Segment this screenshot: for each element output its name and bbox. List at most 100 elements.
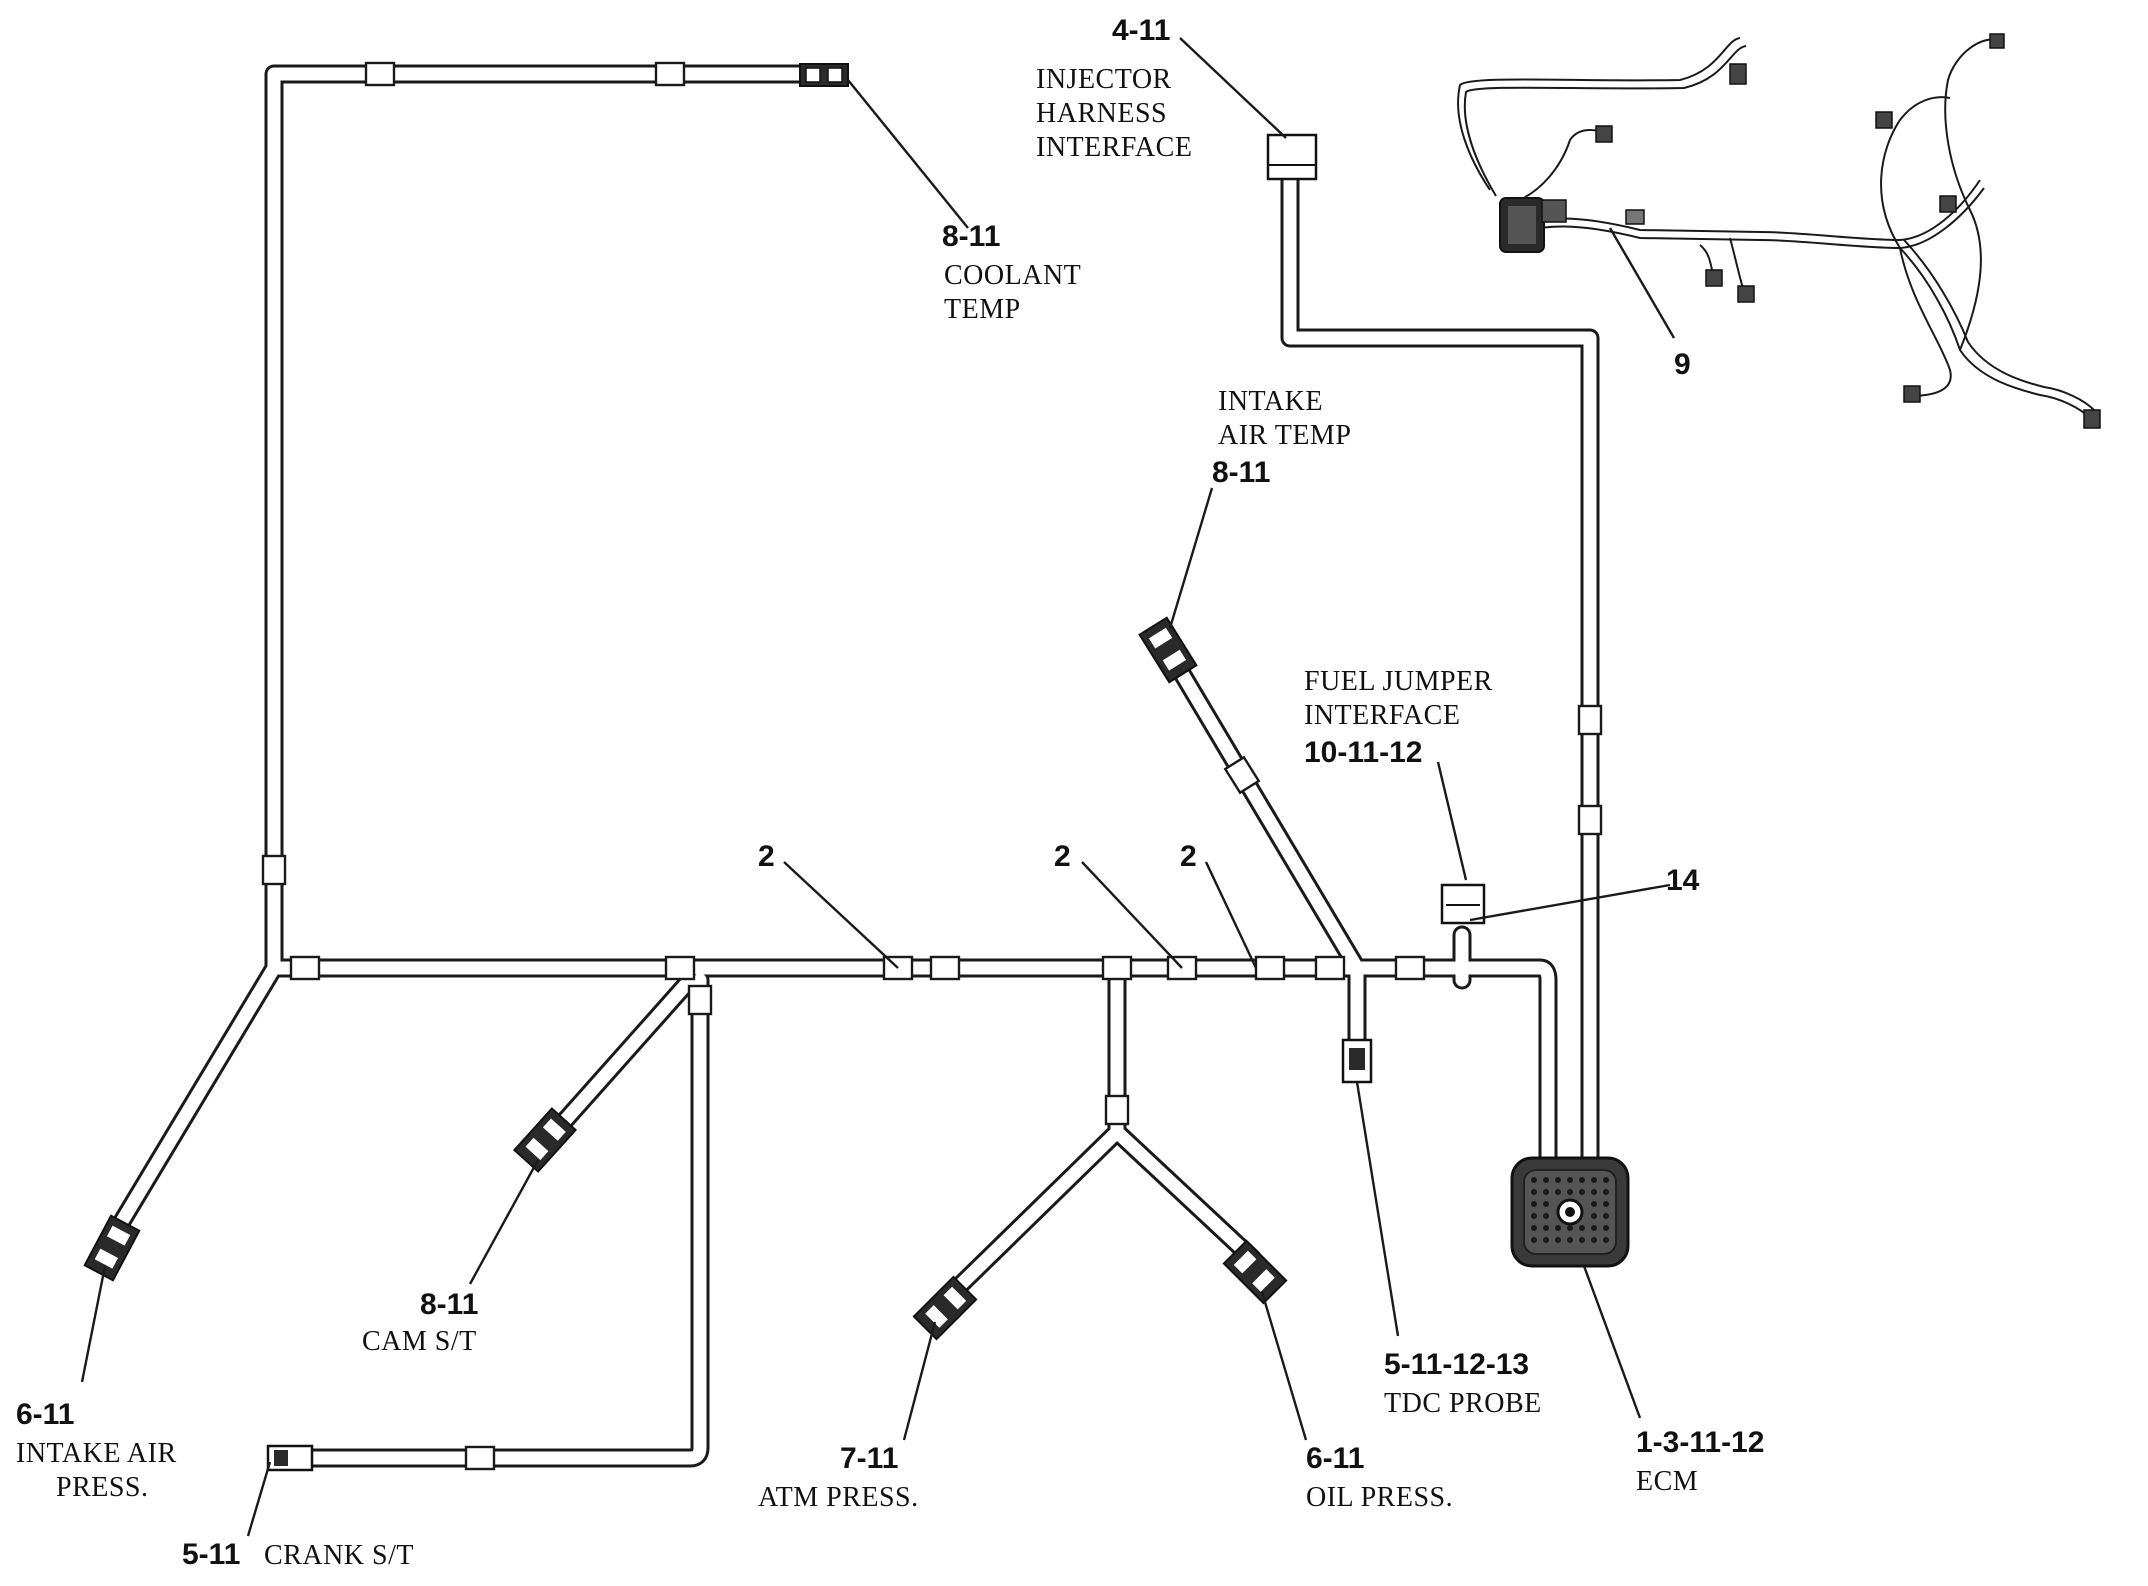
- harness-wires: [102, 64, 1600, 1468]
- callout-number: 5-11: [182, 1538, 240, 1571]
- ecm-pin: [1591, 1201, 1597, 1207]
- callout-number: 2: [758, 840, 775, 873]
- callout-number: 6-11: [1306, 1442, 1364, 1475]
- harness-sleeve: [1577, 804, 1603, 836]
- callout-label-line: HARNESS: [1036, 98, 1167, 129]
- harness-wire-core: [546, 973, 697, 1141]
- callout-number: 6-11: [16, 1398, 74, 1431]
- ecm-pin: [1555, 1189, 1561, 1195]
- ecm-pin: [1567, 1225, 1573, 1231]
- ecm-pin: [1567, 1237, 1573, 1243]
- harness-wire-core: [293, 973, 707, 1465]
- ecm-pin: [1579, 1177, 1585, 1183]
- callout-intake-air-temp: INTAKE AIR TEMP 8-11: [1212, 386, 1351, 489]
- callout-label-line: COOLANT: [944, 260, 1081, 291]
- harness-wire: [290, 970, 710, 1468]
- callout-branch-2c: 2: [1180, 840, 1197, 873]
- harness-sleeve: [1101, 955, 1133, 981]
- harness-overview-inset: [1457, 33, 2101, 429]
- fuel-jumper-interface-connector: [1440, 883, 1486, 925]
- callout-label-line: INTERFACE: [1304, 700, 1460, 731]
- ecm-pin: [1555, 1237, 1561, 1243]
- callout-ecm: 1-3-11-12 ECM: [1636, 1426, 1764, 1497]
- ecm-pin: [1543, 1237, 1549, 1243]
- callout-number: 8-11: [942, 220, 1000, 253]
- harness-sleeve: [464, 1445, 496, 1471]
- callout-label-line: FUEL JUMPER: [1304, 666, 1493, 697]
- intake-air-press-connector: [83, 1214, 141, 1282]
- callout-label-line: INTAKE AIR: [16, 1438, 177, 1469]
- callout-label-line: INJECTOR: [1036, 64, 1172, 95]
- callout-number: 7-11: [840, 1442, 898, 1475]
- ecm-pin: [1543, 1225, 1549, 1231]
- harness-sleeve: [289, 955, 321, 981]
- callout-number: 2: [1180, 840, 1197, 873]
- callout-number: 8-11: [420, 1288, 478, 1321]
- harness-sleeve: [1314, 955, 1346, 981]
- harness-wire: [935, 958, 1127, 1310]
- ecm-connector: [1510, 1156, 1630, 1268]
- oil-press-connector: [1222, 1239, 1288, 1305]
- callout-coolant-temp: 8-11 COOLANT TEMP: [942, 220, 1081, 325]
- ecm-pin: [1531, 1189, 1537, 1195]
- callout-label-line: CRANK S/T: [264, 1540, 414, 1571]
- ecm-pin: [1603, 1213, 1609, 1219]
- cam-sensor-connector: [512, 1107, 578, 1173]
- ecm-pin: [1579, 1225, 1585, 1231]
- callout-number: 9: [1674, 348, 1691, 381]
- callout-part-14: 14: [1666, 864, 1700, 897]
- callout-label-line: OIL PRESS.: [1306, 1482, 1453, 1513]
- callout-label-line: INTERFACE: [1036, 132, 1192, 163]
- ecm-pin: [1531, 1177, 1537, 1183]
- leader-lines: [80, 37, 1676, 1537]
- harness-wire-core: [267, 961, 1555, 1167]
- harness-sleeve: [664, 955, 696, 981]
- callout-branch-2b: 2: [1054, 840, 1071, 873]
- callout-label-line: ATM PRESS.: [758, 1482, 919, 1513]
- ecm-pin: [1555, 1177, 1561, 1183]
- ecm-pin: [1579, 1237, 1585, 1243]
- ecm-pin: [1579, 1189, 1585, 1195]
- callout-cam-sensor: 8-11 CAM S/T: [362, 1288, 478, 1357]
- callout-number: 5-11-12-13: [1384, 1348, 1529, 1381]
- callout-crank-sensor: 5-11 CRANK S/T: [182, 1538, 414, 1571]
- callout-label-line: CAM S/T: [362, 1326, 477, 1357]
- ecm-pin: [1567, 1177, 1573, 1183]
- injector-harness-interface-connector: [1266, 133, 1318, 181]
- harness-sleeve: [1223, 755, 1261, 795]
- callout-tdc-probe: 5-11-12-13 TDC PROBE: [1384, 1348, 1541, 1419]
- harness-sleeve: [261, 854, 287, 886]
- callout-label-line: PRESS.: [56, 1472, 149, 1503]
- harness-sleeve: [364, 61, 396, 87]
- callout-number: 1-3-11-12: [1636, 1426, 1764, 1459]
- callout-number: 8-11: [1212, 456, 1270, 489]
- callout-number: 2: [1054, 840, 1071, 873]
- harness-wire-core: [1110, 1125, 1259, 1265]
- ecm-pin: [1591, 1225, 1597, 1231]
- callout-oil-press: 6-11 OIL PRESS.: [1306, 1442, 1453, 1513]
- ecm-pin: [1555, 1225, 1561, 1231]
- harness-sleeve: [1577, 704, 1603, 736]
- callout-intake-air-press: 6-11 INTAKE AIR PRESS.: [16, 1398, 177, 1503]
- harness-sleeve: [687, 984, 713, 1016]
- harness-wire-core: [1283, 158, 1597, 1167]
- harness-sleeve: [1104, 1094, 1130, 1126]
- ecm-pin: [1603, 1201, 1609, 1207]
- harness-wire-core: [938, 961, 1124, 1307]
- callout-label-line: INTAKE: [1218, 386, 1323, 417]
- ecm-pin: [1543, 1189, 1549, 1195]
- ecm-pin: [1591, 1177, 1597, 1183]
- ecm-pin: [1603, 1177, 1609, 1183]
- ecm-pin: [1531, 1213, 1537, 1219]
- callout-harness-overview: 9: [1674, 348, 1691, 381]
- intake-air-temp-connector: [1138, 616, 1198, 684]
- ecm-pin: [1543, 1213, 1549, 1219]
- ecm-pin: [1591, 1189, 1597, 1195]
- callout-fuel-jumper-interface: FUEL JUMPER INTERFACE 10-11-12: [1304, 666, 1493, 769]
- harness-wire-core: [105, 961, 281, 1245]
- callout-injector-harness-interface: 4-11 INJECTOR HARNESS INTERFACE: [1036, 14, 1192, 163]
- callout-branch-2a: 2: [758, 840, 775, 873]
- harness-sleeve: [1394, 955, 1426, 981]
- atm-press-connector: [912, 1275, 978, 1341]
- callout-label-line: AIR TEMP: [1218, 420, 1351, 451]
